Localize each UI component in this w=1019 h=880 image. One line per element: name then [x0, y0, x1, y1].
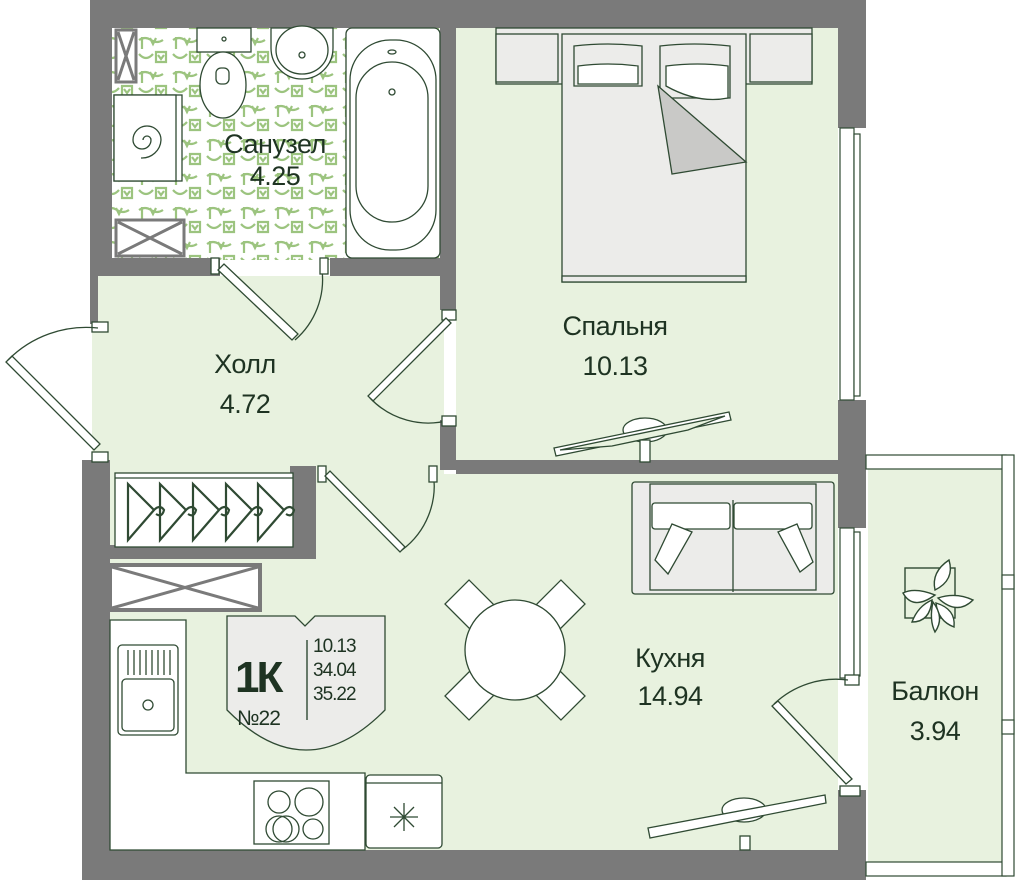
sofa	[631, 481, 835, 595]
floor-balcony	[868, 468, 1002, 862]
bedroom-furniture	[495, 27, 813, 283]
apartment-type: 1К	[235, 653, 283, 702]
windows	[839, 127, 861, 679]
apartment-number: №22	[237, 707, 281, 730]
room-area: 4.72	[219, 389, 271, 420]
balcony-frame	[865, 454, 1015, 877]
kitchen-counter	[109, 619, 443, 851]
room-name: Спальня	[562, 311, 669, 341]
room-area: 10.13	[582, 351, 648, 382]
room-area: 4.25	[249, 161, 301, 192]
plant-icon	[902, 558, 975, 634]
room-label-hall: Холл 4.72	[180, 348, 310, 421]
room-area: 3.94	[909, 716, 961, 747]
tv-bedroom	[553, 411, 732, 463]
living-area: 10.13	[313, 636, 357, 657]
room-label-kitchen: Кухня 14.94	[600, 642, 740, 713]
doors	[5, 257, 861, 797]
wardrobe	[114, 472, 296, 548]
walls	[82, 0, 866, 880]
room-name: Балкон	[891, 676, 979, 706]
bathroom-fixtures	[113, 25, 441, 259]
total-area-with-balcony: 35.22	[313, 684, 357, 705]
apartment-badge-shape	[226, 615, 386, 751]
room-area: 14.94	[637, 681, 703, 712]
total-area: 34.04	[313, 660, 357, 681]
room-name: Кухня	[635, 643, 705, 673]
room-label-bedroom: Спальня 10.13	[535, 310, 695, 383]
room-name: Санузел	[224, 129, 326, 159]
room-name: Холл	[214, 349, 276, 379]
apartment-badge: 1К №22 10.13 34.04 35.22	[227, 615, 387, 760]
area-values: 10.13 34.04 35.22	[313, 635, 357, 707]
tv-kitchen	[647, 794, 827, 851]
room-label-balcony: Балкон 3.94	[868, 675, 1002, 748]
utility-shaft	[108, 563, 262, 612]
room-label-bathroom: Санузел 4.25	[205, 128, 345, 193]
dining-table	[444, 579, 586, 721]
